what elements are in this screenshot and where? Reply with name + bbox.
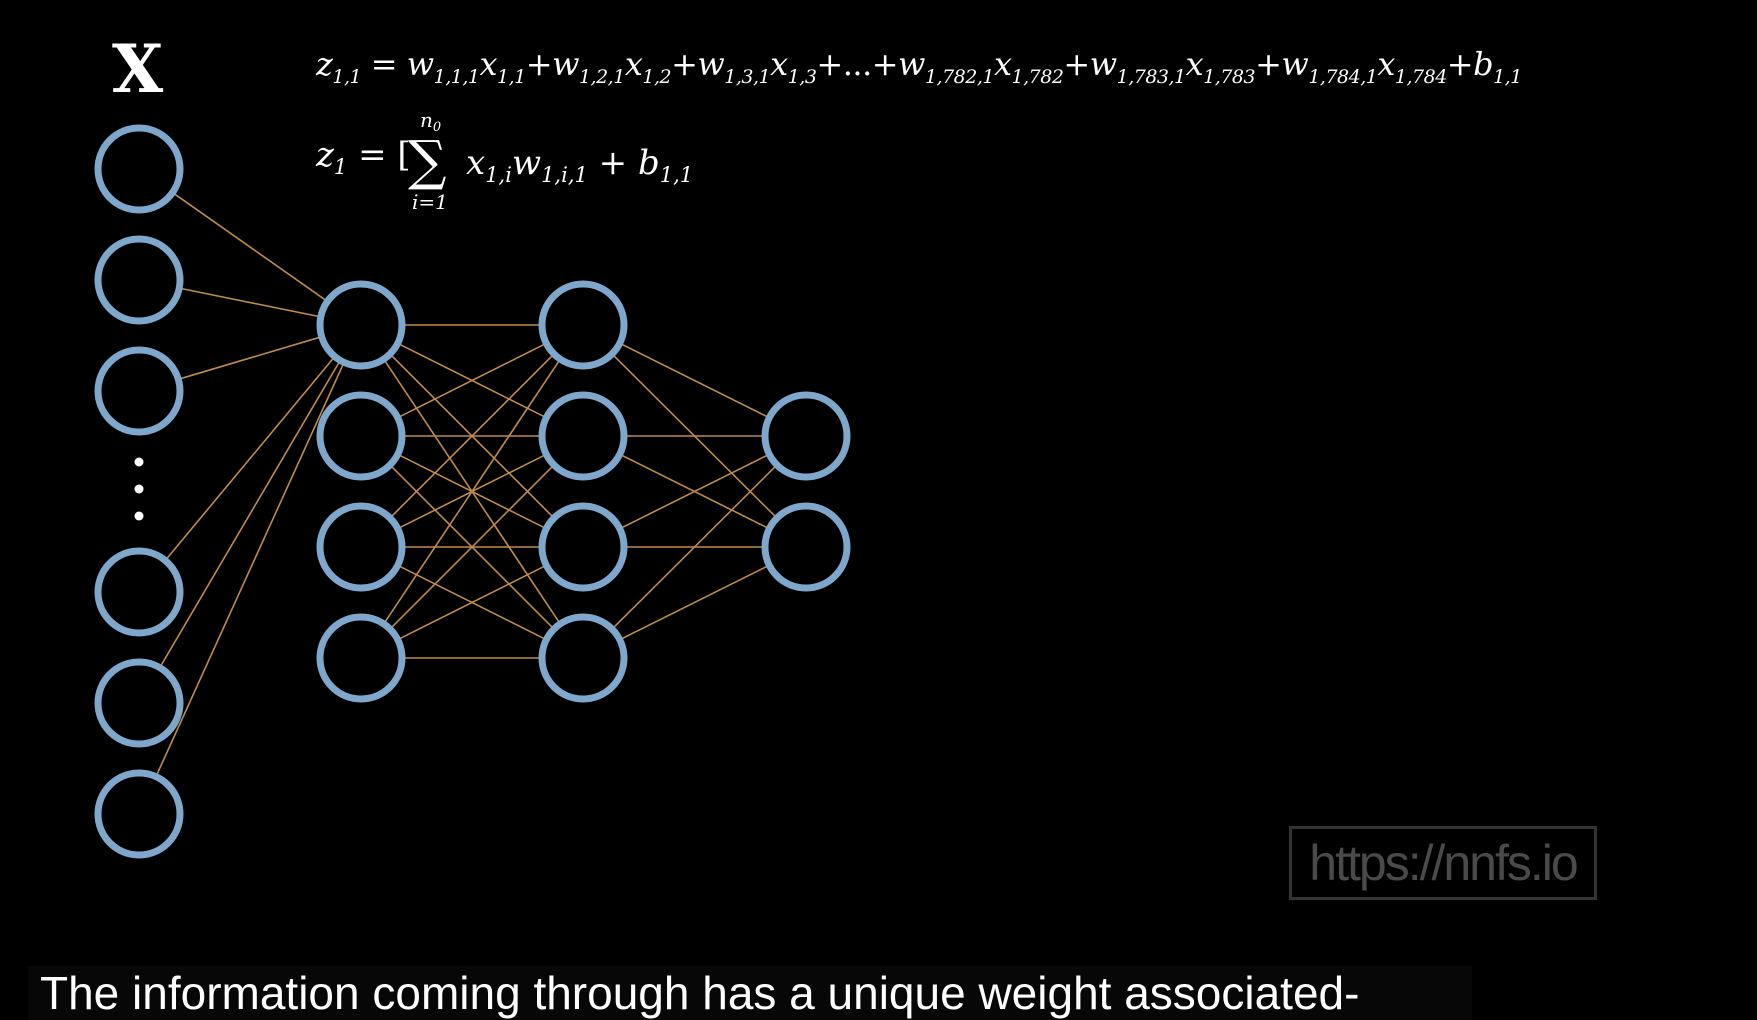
connection-line (155, 362, 345, 777)
eq1-subscript: 1,1 (332, 66, 362, 88)
eq2-equals: = [ (347, 135, 411, 175)
weighted-sum-expanded-equation: z1,1 = w1,1,1x1,1+w1,2,1x1,2+w1,3,1x1,3+… (316, 48, 1522, 87)
weighted-sum-lhs: z1 = [ (316, 138, 411, 178)
sigma-lower-limit: i=1 (412, 190, 448, 214)
connection-line (383, 358, 561, 625)
eq1-token: w (552, 45, 579, 83)
eq2-token: w (511, 143, 542, 183)
input-neuron (94, 547, 184, 637)
sigma-upper-sub: 0 (432, 120, 442, 135)
eq1-token: b (1473, 45, 1494, 83)
ellipsis-dot (134, 484, 144, 494)
eq2-subscript: 1,i (485, 163, 512, 187)
weighted-sum-terms: x1,iw1,i,1 + b1,1 (466, 146, 693, 186)
eq1-subscript: 1,783 (1203, 66, 1256, 88)
connection-line (397, 342, 547, 419)
connection-line (619, 342, 770, 419)
connection-line (172, 191, 328, 303)
connection-line (164, 356, 336, 561)
input-neuron (94, 235, 184, 325)
connection-lines (155, 191, 778, 777)
connection-line (159, 359, 341, 669)
eq1-token: w (1281, 45, 1309, 83)
input-neuron (94, 124, 184, 214)
hidden2-neuron (538, 280, 628, 370)
eq2-token: x (466, 143, 486, 183)
eq2-token: + (587, 143, 638, 183)
eq2-token: b (637, 143, 660, 183)
eq1-token: x (1185, 45, 1204, 83)
eq2-subscript: 1,1 (659, 163, 694, 187)
hidden2-neuron (538, 502, 628, 592)
output-neuron (761, 502, 851, 592)
eq1-token: x (1377, 45, 1395, 83)
connection-line (611, 464, 778, 630)
eq1-token: x (993, 45, 1012, 83)
connection-line (179, 287, 321, 318)
eq1-token: + (1446, 45, 1474, 83)
eq1-token: + (671, 45, 698, 83)
eq1-subscript: 1,3,1 (724, 66, 771, 88)
connection-line (619, 453, 770, 530)
eq1-token: x (770, 45, 788, 83)
hidden1-neuron (316, 280, 406, 370)
eq1-subscript: 1,3 (787, 66, 817, 88)
eq2-subscript: 1,i,1 (541, 163, 588, 187)
eq2-lhs: z (316, 135, 334, 175)
sigma-upper: n (420, 108, 433, 132)
eq1-subscript: 1,2,1 (578, 66, 625, 88)
eq1-subscript: 1,782,1 (924, 66, 995, 88)
eq1-token: = (361, 45, 407, 83)
eq1-token: z (316, 45, 333, 83)
sigma-upper-limit: n0 (420, 108, 441, 135)
neuron-nodes (94, 124, 851, 859)
output-neuron (761, 391, 851, 481)
eq1-subscript: 1,782 (1011, 66, 1064, 88)
hidden1-neuron (316, 391, 406, 481)
eq1-subscript: 1,1,1 (433, 66, 480, 88)
eq1-token: x (624, 45, 643, 83)
eq1-subscript: 1,784 (1394, 66, 1447, 88)
eq2-lhs-sub: 1 (333, 155, 348, 179)
sigma-symbol: ∑ (408, 129, 447, 192)
hidden1-neuron (316, 502, 406, 592)
eq1-token: + (525, 45, 553, 83)
eq1-token: w (1089, 45, 1117, 83)
input-neuron (94, 769, 184, 859)
eq1-token: +...+ (816, 45, 899, 83)
hidden2-neuron (538, 391, 628, 481)
eq1-subscript: 1,1 (1493, 66, 1522, 88)
connection-line (619, 564, 770, 641)
connection-line (389, 464, 555, 630)
eq1-subscript: 1,2 (642, 66, 672, 88)
input-neuron (94, 658, 184, 748)
connection-line (397, 564, 547, 641)
eq1-token: w (406, 45, 434, 83)
watermark-url: https://nnfs.io (1289, 826, 1597, 900)
hidden1-neuron (316, 613, 406, 703)
input-layer-label: X (112, 30, 164, 108)
ellipsis-dot (134, 457, 144, 467)
video-caption: The information coming through has a uni… (28, 966, 1472, 1020)
connection-line (389, 353, 555, 519)
eq1-token: w (898, 45, 925, 83)
ellipsis-dots (134, 457, 144, 521)
ellipsis-dot (134, 511, 144, 521)
eq1-subscript: 1,783,1 (1116, 66, 1187, 88)
input-neuron (94, 346, 184, 436)
eq1-subscript: 1,784,1 (1308, 66, 1378, 88)
eq1-subscript: 1,1 (497, 66, 526, 88)
eq1-token: x (479, 45, 498, 83)
eq1-token: w (697, 45, 725, 83)
eq1-token: + (1063, 45, 1090, 83)
connection-line (178, 335, 322, 381)
eq1-token: + (1255, 45, 1282, 83)
hidden2-neuron (538, 613, 628, 703)
